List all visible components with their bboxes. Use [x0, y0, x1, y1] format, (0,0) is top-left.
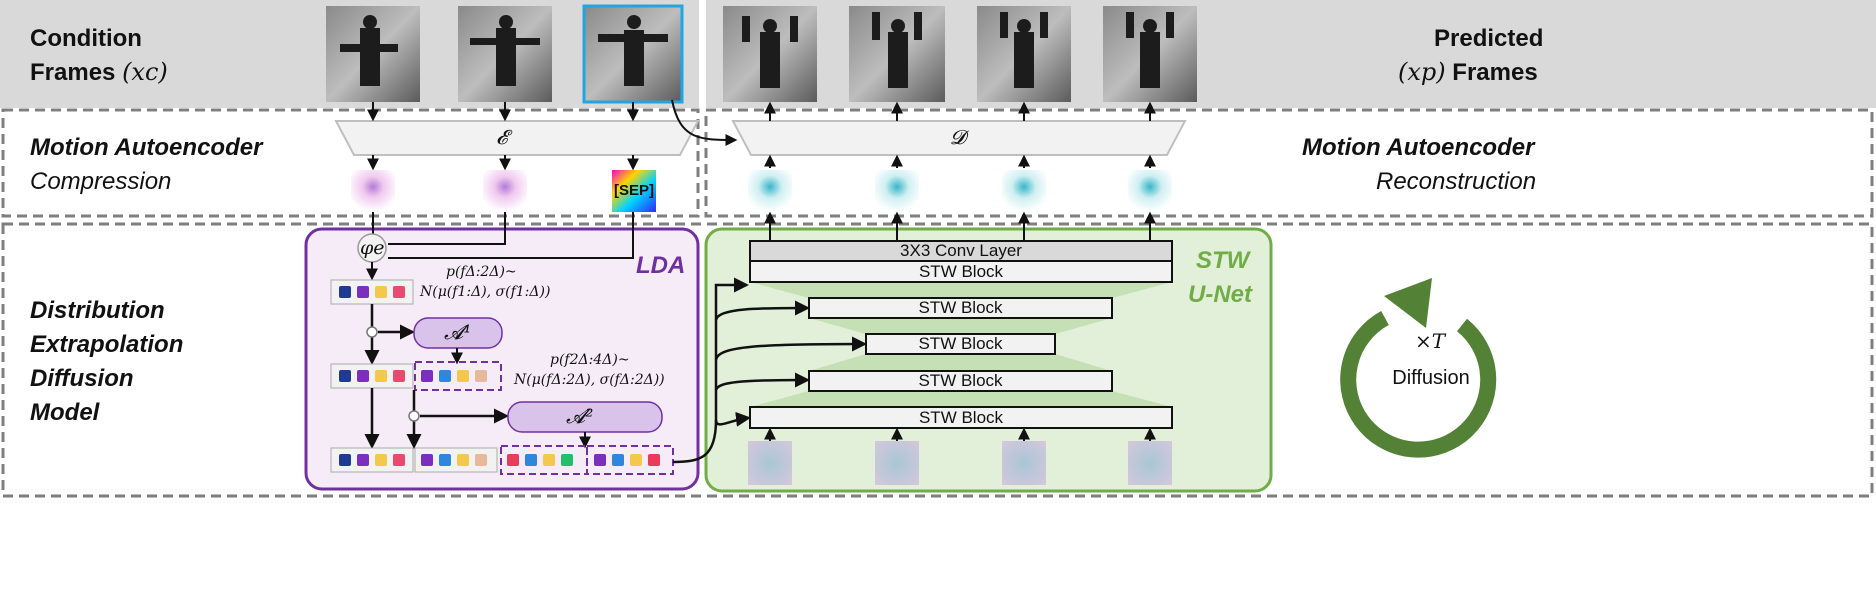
formula-2a: p(f2Δ:4Δ)~	[550, 352, 630, 368]
decoder-block	[731, 120, 1187, 156]
condition-frame-1	[326, 6, 420, 102]
stw-label-2: U-Net	[1188, 281, 1252, 308]
noise-thumb-1	[748, 441, 792, 485]
stw-block-label-4: STW Block	[918, 371, 1003, 390]
token-row-3	[330, 445, 674, 475]
formula-2b: N(μ(fΔ:2Δ), σ(fΔ:2Δ))	[514, 372, 665, 388]
stw-trap-1	[750, 282, 1172, 298]
stw-label-1: STW	[1196, 247, 1250, 274]
noise-thumb-3	[1002, 441, 1046, 485]
stw-trap-2	[809, 318, 1112, 334]
diffusion-label: Diffusion	[1392, 367, 1470, 389]
stw-trap-4	[750, 391, 1172, 407]
conv-layer-label: 3X3 Conv Layer	[900, 241, 1022, 260]
condition-frames-label: Condition	[30, 25, 142, 52]
flow-thumb-p4	[1128, 170, 1172, 212]
stw-trap-3	[809, 354, 1112, 371]
encoder-label: 𝓔	[496, 125, 508, 149]
predicted-frame-4	[1103, 6, 1197, 102]
condition-frames-label-2: Frames (xc)	[30, 58, 168, 86]
attn1-label: 𝓐¹	[444, 320, 472, 344]
cycle-arrow-head	[1384, 278, 1432, 328]
stw-block-label-5: STW Block	[918, 408, 1004, 427]
mae-right-sub: Reconstruction	[1376, 168, 1537, 195]
decoder-label: 𝓓	[950, 125, 966, 149]
formula-1b: N(μ(f1:Δ), σ(f1:Δ))	[420, 284, 551, 300]
phi-label: φe	[360, 237, 385, 259]
predicted-frames-label: Predicted	[1434, 25, 1544, 52]
times-t-label: ×T	[1414, 329, 1446, 353]
stw-block-label-3: STW Block	[918, 334, 1003, 353]
dedm-line-4: Model	[30, 399, 100, 426]
dedm-line-2: Extrapolation	[30, 331, 184, 358]
dedm-line-1: Distribution	[30, 297, 165, 324]
mae-right-title: Motion Autoencoder	[1302, 134, 1535, 161]
flow-thumb-p1	[748, 170, 792, 212]
diffusion-box	[1, 222, 1874, 498]
condition-frame-2	[458, 6, 552, 102]
cycle-arrow	[1340, 310, 1497, 458]
noise-thumb-2	[875, 441, 919, 485]
mae-left-sub: Compression	[30, 168, 172, 195]
token-row-1	[330, 279, 414, 305]
noise-thumb-4	[1128, 441, 1172, 485]
condition-frame-3	[582, 4, 684, 104]
predicted-frame-1	[723, 6, 817, 102]
mae-left-title: Motion Autoencoder	[30, 134, 263, 161]
skip-arrow	[671, 99, 738, 146]
sep-label: [SEP]	[614, 182, 655, 199]
attn2-label: 𝓐²	[566, 404, 594, 428]
reconstruction-box	[704, 108, 1874, 218]
flow-thumb-c1	[351, 170, 395, 212]
flow-thumb-c2	[483, 170, 527, 212]
lda-label: LDA	[636, 252, 686, 279]
token-row-2	[330, 361, 502, 391]
stw-block-label-2: STW Block	[918, 298, 1003, 317]
predicted-frame-2	[849, 6, 945, 102]
encoder-block	[334, 120, 700, 156]
flow-thumb-p2	[875, 170, 919, 212]
dedm-line-3: Diffusion	[30, 365, 134, 392]
predicted-frames-label-2: (xp) Frames	[1398, 58, 1538, 86]
sep-token	[612, 170, 656, 212]
formula-1a: p(fΔ:2Δ)~	[446, 264, 517, 280]
predicted-frame-3	[977, 6, 1071, 102]
stw-block-1	[749, 260, 1173, 283]
stw-block-label-1: STW Block	[918, 262, 1004, 281]
flow-thumb-p3	[1002, 170, 1046, 212]
